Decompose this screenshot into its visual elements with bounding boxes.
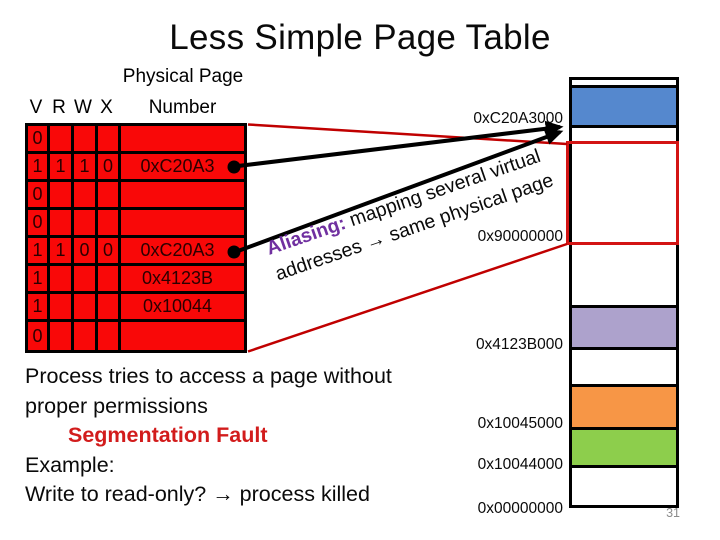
physical-memory-column: [569, 77, 679, 508]
pt-cell-ppn: [121, 322, 244, 350]
pt-cell-v: 1: [28, 238, 50, 266]
pt-cell-ppn: 0xC20A3: [121, 238, 244, 266]
pt-cell-ppn: 0x10044: [121, 294, 244, 322]
pt-cell-w: 0: [74, 238, 98, 266]
pt-cell-ppn: 0xC20A3: [121, 154, 244, 182]
body-line-1: Process tries to access a page without: [25, 364, 392, 388]
memory-segment-green: [572, 427, 676, 465]
pt-cell-w: [74, 182, 98, 210]
segmentation-fault-text: Segmentation Fault: [68, 423, 268, 447]
pt-cell-v: 1: [28, 294, 50, 322]
memory-address-label: 0x10045000: [477, 415, 563, 432]
memory-segment-free-2: [572, 347, 676, 384]
pt-cell-w: [74, 126, 98, 154]
pt-cell-w: 1: [74, 154, 98, 182]
page-table-region-highlight: [566, 141, 679, 245]
pt-cell-v: 0: [28, 210, 50, 238]
pt-cell-x: [98, 126, 121, 154]
memory-address-label: 0x00000000: [477, 500, 563, 517]
pt-cell-x: [98, 322, 121, 350]
memory-segment-free-1: [572, 125, 676, 305]
body-line-2: proper permissions: [25, 393, 208, 418]
body-text: Process tries to access a page without p…: [25, 362, 485, 510]
pt-cell-v: 0: [28, 322, 50, 350]
pt-cell-x: [98, 266, 121, 294]
pt-cell-w: [74, 266, 98, 294]
pt-cell-x: [98, 182, 121, 210]
memory-address-label: 0x4123B000: [475, 336, 563, 353]
memory-segment-orange: [572, 384, 676, 427]
pt-cell-r: [50, 322, 74, 350]
page-table-header-row: V R W X Number: [25, 95, 247, 121]
memory-address-label: 0x90000000: [477, 228, 563, 245]
col-header-number: Number: [148, 97, 217, 118]
body-line-5: Write to read-only? → process killed: [25, 482, 370, 506]
aliasing-annotation: Aliasing: mapping several virtual addres…: [263, 126, 602, 288]
pt-cell-r: [50, 294, 74, 322]
page-table: 0 1 1 1 0 0xC20A3 0 0 1 1 0 0 0xC20A3 1 …: [25, 123, 247, 353]
memory-address-label: 0x10044000: [477, 456, 563, 473]
pt-cell-ppn: [121, 182, 244, 210]
col-header-w: W: [74, 97, 92, 118]
pt-cell-v: 1: [28, 154, 50, 182]
pt-cell-x: 0: [98, 154, 121, 182]
memory-segment-top-strip: [572, 80, 676, 85]
pt-cell-r: 1: [50, 238, 74, 266]
pt-cell-ppn: [121, 210, 244, 238]
pt-cell-v: 1: [28, 266, 50, 294]
pt-cell-ppn: [121, 126, 244, 154]
slide-title: Less Simple Page Table: [169, 18, 551, 57]
memory-segment-purple: [572, 305, 676, 347]
pt-cell-x: [98, 210, 121, 238]
pt-cell-w: [74, 210, 98, 238]
pt-cell-x: [98, 294, 121, 322]
pt-cell-r: [50, 210, 74, 238]
memory-segment-blue: [572, 85, 676, 125]
pt-cell-ppn: 0x4123B: [121, 266, 244, 294]
pt-cell-v: 0: [28, 182, 50, 210]
pt-cell-w: [74, 322, 98, 350]
col-header-x: X: [100, 97, 113, 118]
pt-cell-r: [50, 126, 74, 154]
pt-cell-x: 0: [98, 238, 121, 266]
pt-cell-r: [50, 266, 74, 294]
slide-number: 31: [666, 506, 680, 520]
memory-address-label: 0xC20A3000: [473, 110, 563, 127]
pt-cell-w: [74, 294, 98, 322]
col-header-r: R: [52, 97, 66, 118]
ppn-header-line1: Physical Page: [122, 66, 244, 87]
col-header-v: V: [29, 97, 43, 118]
pt-cell-v: 0: [28, 126, 50, 154]
pt-cell-r: [50, 182, 74, 210]
body-line-4: Example:: [25, 452, 115, 477]
memory-segment-free-3: [572, 465, 676, 505]
lens-line-top: [247, 123, 568, 146]
pt-cell-r: 1: [50, 154, 74, 182]
